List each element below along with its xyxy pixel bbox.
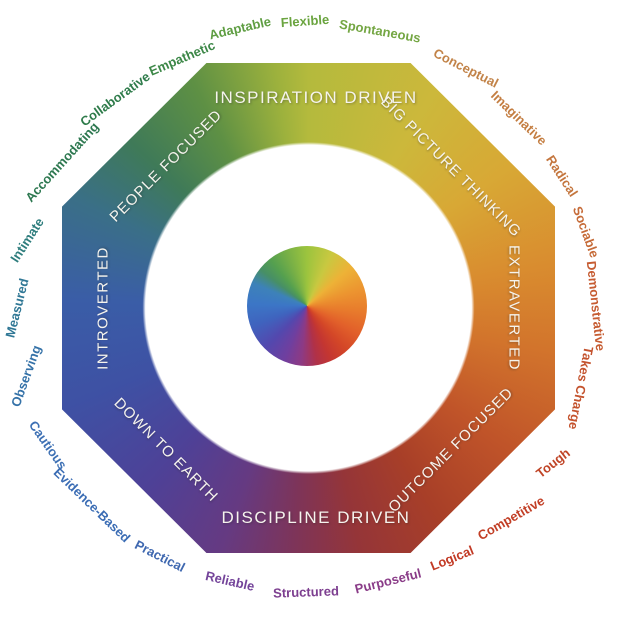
outer-word-tough: Tough [533, 445, 573, 481]
outer-word-competitive: Competitive [475, 492, 547, 544]
outer-word-structured: Structured [272, 583, 340, 601]
ring-label-extraverted: EXTRAVERTED [505, 245, 523, 371]
outer-word-practical: Practical [132, 537, 188, 575]
outer-word-adaptable: Adaptable [207, 13, 273, 43]
outer-word-flexible: Flexible [280, 11, 330, 31]
outer-word-purposeful: Purposeful [353, 565, 423, 597]
ring-label-discipline-driven: DISCIPLINE DRIVEN [221, 508, 411, 527]
outer-word-demonstrative: Demonstrative [583, 260, 609, 352]
outer-word-sociable: Sociable [569, 204, 603, 260]
outer-word-conceptual: Conceptual [431, 45, 501, 91]
outer-word-logical: Logical [428, 542, 476, 574]
outer-word-reliable: Reliable [204, 568, 256, 594]
outer-word-imaginative: Imaginative [488, 87, 550, 149]
outer-word-evidence-based: Evidence-Based [50, 464, 134, 546]
ring-label-inspiration-driven: INSPIRATION DRIVEN [214, 88, 418, 107]
outer-word-spontaneous: Spontaneous [338, 16, 422, 46]
outer-word-measured: Measured [2, 276, 32, 340]
outer-word-collaborative: Collaborative [77, 68, 153, 130]
outer-word-observing: Observing [7, 343, 45, 409]
ring-label-introverted: INTROVERTED [94, 246, 112, 370]
outer-word-takes-charge: Takes Charge [565, 345, 597, 431]
outer-word-cautious: Cautious [25, 417, 71, 473]
outer-word-intimate: Intimate [7, 215, 47, 265]
outer-word-radical: Radical [543, 152, 581, 200]
